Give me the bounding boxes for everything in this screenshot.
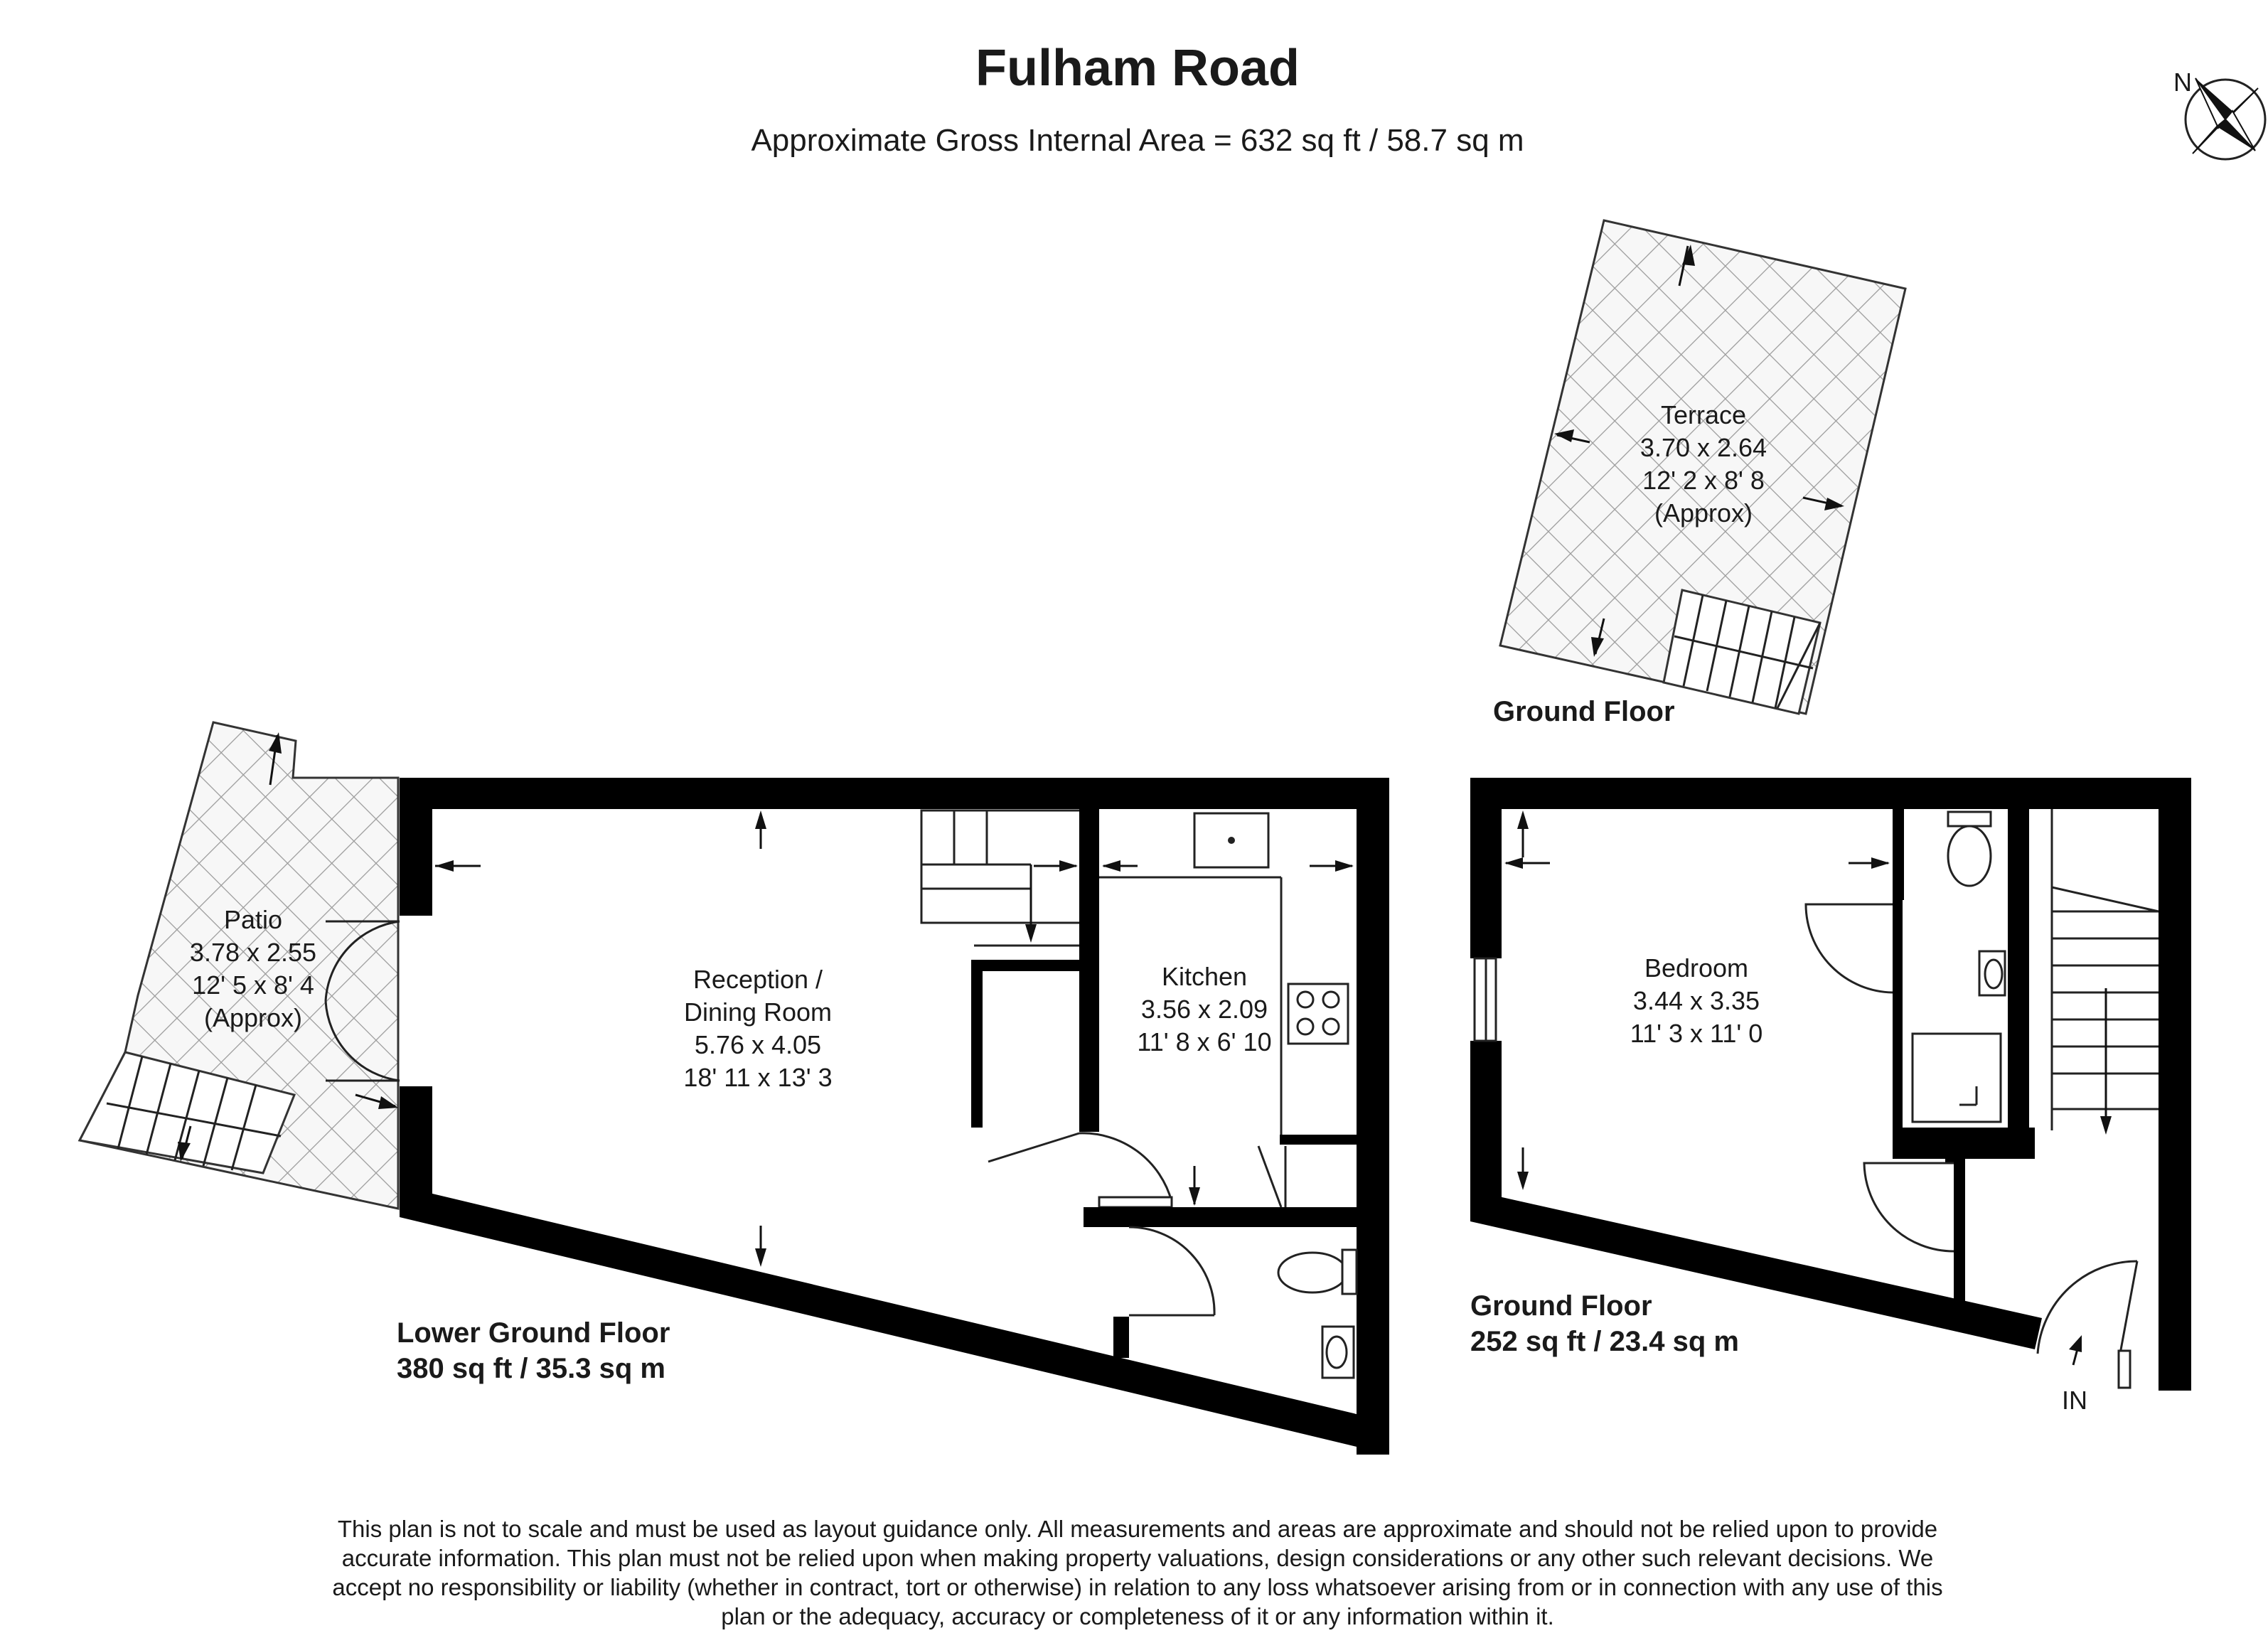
reception-name-line1: Reception / [693,965,823,994]
terrace-note: (Approx) [1654,498,1753,528]
patio-metric: 3.78 x 2.55 [190,938,316,967]
reception-name-line2: Dining Room [684,997,832,1027]
terrace: Terrace 3.70 x 2.64 12' 2 x 8' 8 (Approx… [1499,219,1907,715]
ground-floor-area: 252 sq ft / 23.4 sq m [1470,1326,1739,1357]
kitchen-imperial: 11' 8 x 6' 10 [1137,1027,1271,1056]
patio-note: (Approx) [204,1003,302,1032]
patio: Patio 3.78 x 2.55 12' 5 x 8' 4 (Approx) [77,721,400,1210]
reception-metric: 5.76 x 4.05 [695,1030,821,1059]
terrace-name: Terrace [1661,400,1746,429]
bedroom-imperial: 11' 3 x 11' 0 [1630,1019,1763,1048]
north-compass-icon: N [2173,68,2267,161]
bedroom-name: Bedroom [1644,953,1748,983]
reception-imperial: 18' 11 x 13' 3 [683,1063,832,1092]
patio-imperial: 12' 5 x 8' 4 [192,970,314,1000]
lower-ground-floor-area: 380 sq ft / 35.3 sq m [397,1353,665,1384]
lower-ground-floor-label: Lower Ground Floor [397,1317,670,1349]
entrance-label: IN [2062,1386,2087,1415]
kitchen-metric: 3.56 x 2.09 [1141,995,1268,1024]
terrace-metric: 3.70 x 2.64 [1640,433,1767,462]
patio-name: Patio [224,905,282,934]
plan-title: Fulham Road [975,40,1300,97]
bedroom-metric: 3.44 x 3.35 [1633,986,1760,1015]
ground-floor-label: Ground Floor [1470,1290,1652,1322]
terrace-floor-label: Ground Floor [1493,696,1675,727]
gross-area-subtitle: Approximate Gross Internal Area = 632 sq… [751,123,1524,158]
disclaimer-text: This plan is not to scale and must be us… [332,1516,1943,1629]
terrace-imperial: 12' 2 x 8' 8 [1642,466,1765,495]
svg-text:N: N [2173,68,2192,97]
kitchen-name: Kitchen [1162,962,1247,991]
lower-ground-floor-plan: Reception / Dining Room 5.76 x 4.05 18' … [324,778,1389,1455]
ground-floor-plan: Bedroom 3.44 x 3.35 11' 3 x 11' 0 IN [1470,778,2191,1415]
